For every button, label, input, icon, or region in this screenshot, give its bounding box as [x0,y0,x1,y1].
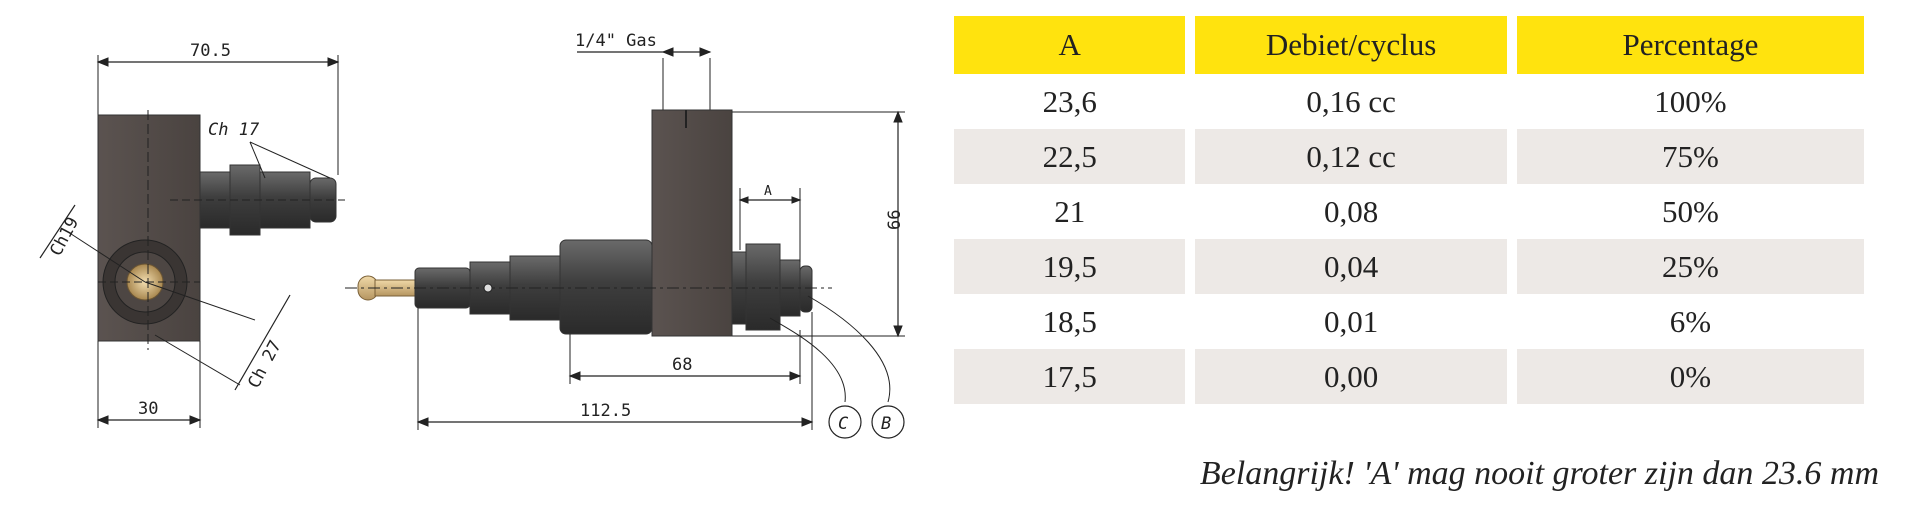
valve-drawing-svg: 70.5 Ch 17 Ch19 Ch 27 [39,31,905,439]
header-a: A [954,16,1186,74]
cell-percentage: 100% [1654,83,1727,119]
dim-a: A [764,184,772,199]
label-ch19: Ch19 [46,214,83,260]
table-header-row: A Debiet/cyclus Percentage [954,16,1864,74]
callout-b-label: B [881,414,891,434]
callout-c-label: C [838,414,849,434]
table-row: 18,5 0,01 6% [954,294,1864,349]
cell-a: 21 [1054,193,1086,229]
cell-a: 23,6 [1042,83,1097,119]
technical-drawing: 70.5 Ch 17 Ch19 Ch 27 [0,0,940,507]
cell-debiet: 0,08 [1324,193,1379,229]
table-row: 21 0,08 50% [954,184,1864,239]
dim-112-5: 112.5 [580,401,631,421]
callout-b [871,405,905,439]
callout-c [828,405,862,439]
label-ch17: Ch 17 [208,120,260,140]
cell-debiet: 0,01 [1324,303,1379,339]
header-debiet: Debiet/cyclus [1195,16,1507,74]
front-view: 1/4" Gas 66 [345,31,905,439]
cell-percentage: 25% [1516,239,1864,294]
dim-68: 68 [672,355,692,375]
warning-note: Belangrijk! 'A' mag nooit groter zijn da… [1199,455,1879,492]
label-thread: 1/4" Gas [575,31,657,51]
cell-debiet: 0,04 [1195,239,1507,294]
cell-debiet: 0,12 cc [1195,129,1507,184]
cell-percentage: 75% [1516,129,1864,184]
cell-percentage: 50% [1662,193,1719,229]
cell-debiet: 0,00 [1195,349,1507,404]
table-row: 22,5 0,12 cc 75% [954,129,1864,184]
cell-a: 17,5 [954,349,1186,404]
cell-a: 22,5 [954,129,1186,184]
cell-percentage: 6% [1669,303,1712,339]
cell-debiet: 0,16 cc [1306,83,1396,119]
header-percentage: Percentage [1516,16,1864,74]
dim-30: 30 [138,399,158,419]
table-row: 17,5 0,00 0% [954,349,1864,404]
side-view: 70.5 Ch 17 Ch19 Ch 27 [39,41,345,428]
dim-70-5: 70.5 [190,41,231,61]
flow-table-container: A Debiet/cyclus Percentage 23,6 0,16 cc … [944,16,1874,404]
table-row: 23,6 0,16 cc 100% [954,74,1864,129]
table-row: 19,5 0,04 25% [954,239,1864,294]
dim-66: 66 [885,210,905,230]
cell-a: 18,5 [1042,303,1097,339]
cell-percentage: 0% [1516,349,1864,404]
cell-a: 19,5 [954,239,1186,294]
valve-block [651,109,733,337]
flow-table: A Debiet/cyclus Percentage 23,6 0,16 cc … [944,16,1874,404]
